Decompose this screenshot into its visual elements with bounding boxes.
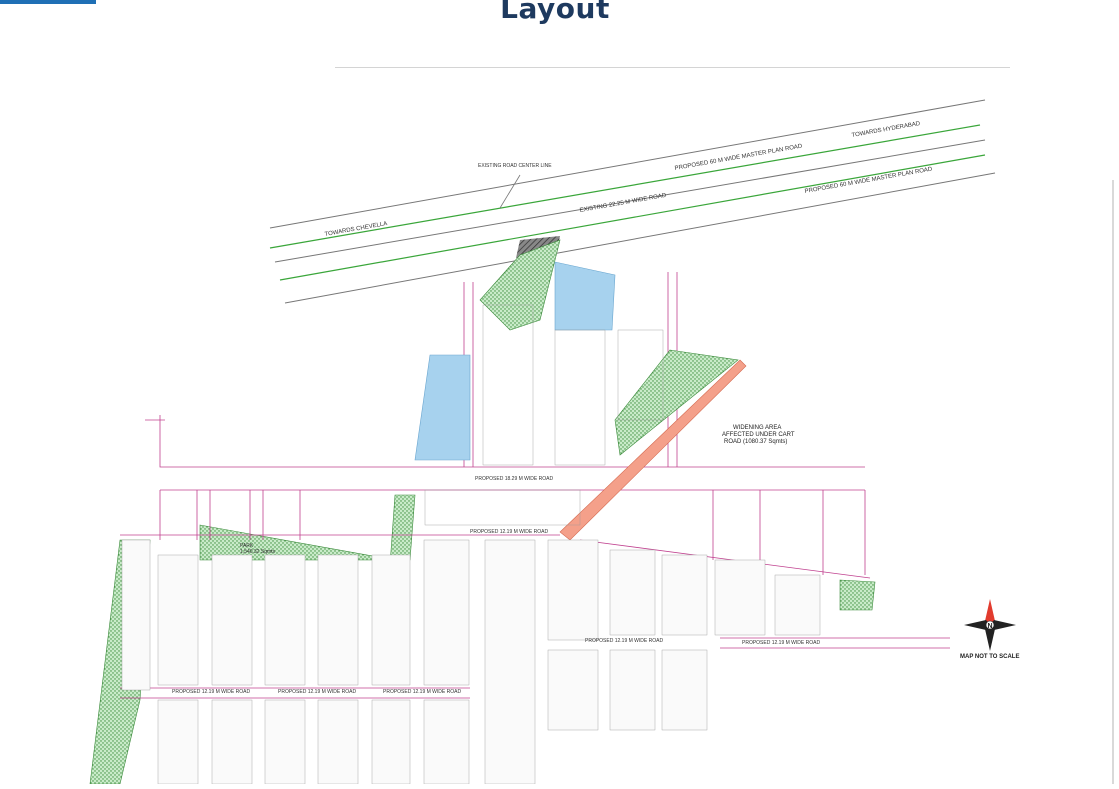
park-label: PARK	[240, 543, 254, 549]
header-accent-bar	[0, 0, 96, 4]
park-area-label: 1,540.32 Sqmts	[240, 549, 276, 555]
road-12m-label-c: PROPOSED 12.19 M WIDE ROAD	[742, 640, 820, 646]
road-12m-label-f: PROPOSED 12.19 M WIDE ROAD	[383, 689, 461, 695]
park-left	[199, 524, 396, 561]
page-title: Layout	[500, 0, 610, 25]
widening-area-label-1: WIDENING AREA	[733, 425, 781, 431]
proposed-60m-road-bottom-label: PROPOSED 60 M WIDE MASTER PLAN ROAD	[804, 166, 933, 194]
lower-plot-blocks	[121, 539, 821, 785]
north-arrow-icon: N	[964, 599, 1016, 651]
road-12m-label-b: PROPOSED 12.19 M WIDE ROAD	[585, 638, 663, 644]
proposed-60m-road-top-label: PROPOSED 60 M WIDE MASTER PLAN ROAD	[674, 143, 803, 171]
title-divider	[335, 67, 1010, 68]
road-12m-label-e: PROPOSED 12.19 M WIDE ROAD	[278, 689, 356, 695]
park-upper-right	[614, 349, 739, 456]
highway-lines	[269, 99, 996, 304]
road-12m-label-a: PROPOSED 12.19 M WIDE ROAD	[470, 529, 548, 535]
towards-hyderabad-label: TOWARDS HYDERABAD	[851, 121, 921, 139]
road-18m-label: PROPOSED 18.29 M WIDE ROAD	[475, 476, 553, 482]
map-scale-note: MAP NOT TO SCALE	[960, 654, 1019, 660]
upper-plot-grid	[424, 304, 664, 526]
existing-center-line-label: EXISTING ROAD CENTER LINE	[478, 163, 552, 169]
utility-area-left	[414, 354, 471, 461]
page-right-edge	[1112, 180, 1114, 784]
park-right-small	[839, 579, 876, 611]
north-letter: N	[988, 623, 993, 630]
park-upper-left	[479, 239, 561, 331]
road-12m-label-d: PROPOSED 12.19 M WIDE ROAD	[172, 689, 250, 695]
existing-road-label: EXISTING 22.25 M WIDE ROAD	[579, 193, 667, 214]
lower-roads	[120, 490, 950, 699]
widening-area-label-2: AFFECTED UNDER CART	[722, 432, 795, 438]
park-middle-strip	[389, 494, 416, 566]
widening-area-label-3: ROAD (1080.37 Sqmts)	[724, 439, 787, 445]
utility-area-upper	[554, 261, 616, 331]
